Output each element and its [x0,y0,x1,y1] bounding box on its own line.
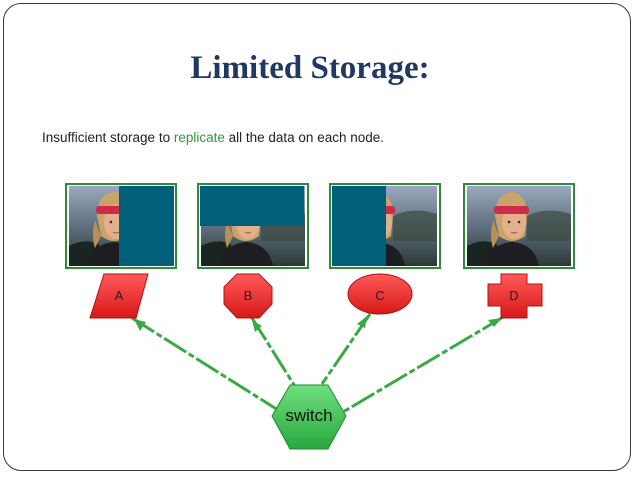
node-d-label: D [509,288,518,303]
body-text-suffix: all the data on each node. [224,130,385,145]
node-b-label: B [244,288,253,303]
switch-node: switch [271,384,347,450]
switch-label: switch [285,406,332,425]
link-a-switch [131,316,279,412]
slide-title: Limited Storage: [190,50,430,86]
node-b: B [223,273,273,319]
data-image-b [197,183,309,269]
arrow-d-icon [488,318,502,327]
node-a: A [89,273,149,319]
node-d: D [487,273,543,319]
data-image-a [65,183,177,269]
body-text-prefix: Insufficient storage to [42,130,174,145]
slide-frame [3,3,631,471]
arrow-c-icon [357,316,367,328]
slide-body-text: Insufficient storage to replicate all th… [42,130,384,145]
node-a-label: A [115,288,124,303]
link-d-switch [342,314,506,414]
data-image-d [463,183,575,269]
node-c: C [347,273,413,315]
link-b-switch [250,317,298,389]
body-text-highlight: replicate [173,130,225,145]
node-c-label: C [375,288,384,303]
arrow-b-icon [252,320,262,332]
link-arrowheads [134,316,502,332]
data-image-c [329,183,441,269]
arrow-a-icon [134,319,146,331]
